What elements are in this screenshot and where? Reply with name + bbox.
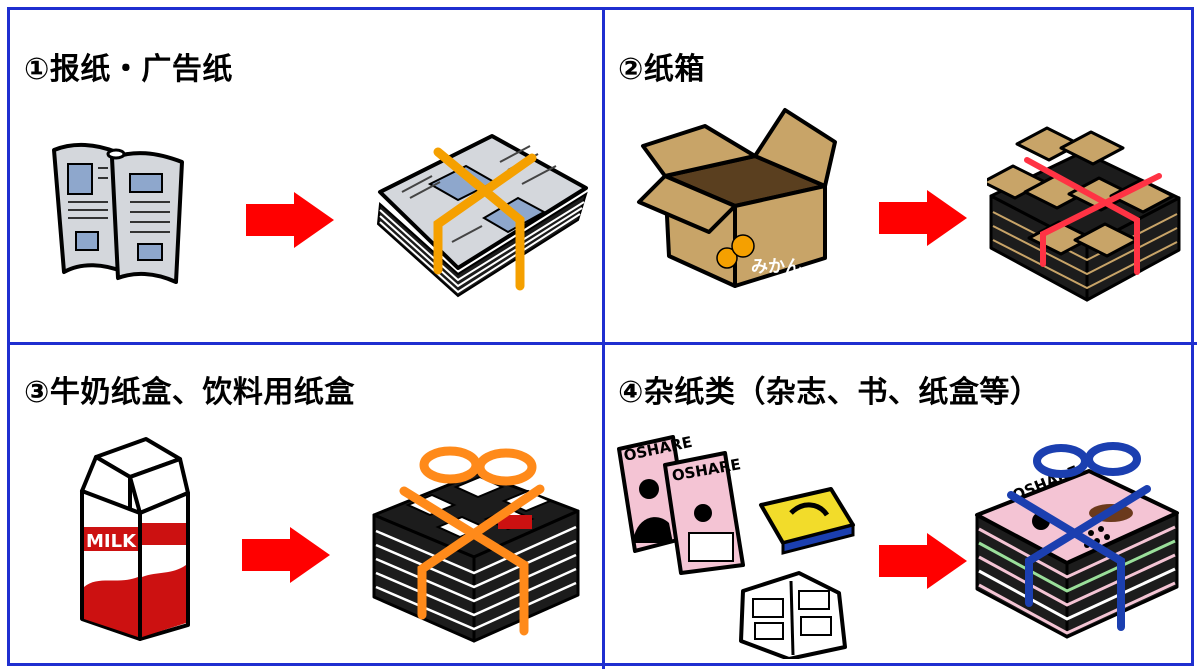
panel-mixed-paper: ④杂纸类（杂志、书、纸盒等） OSHARE OSHARE xyxy=(605,345,1197,669)
tied-newspaper-stack-icon xyxy=(376,134,588,298)
tied-magazine-stack-icon: OSHARE xyxy=(975,442,1179,639)
rolled-newspaper-icon xyxy=(52,142,184,284)
box-label: みかん xyxy=(751,257,802,277)
panel-title: ③牛奶纸盒、饮料用纸盒 xyxy=(24,375,355,410)
panel-title: ①报纸・广告纸 xyxy=(24,52,233,87)
panel-milk-carton: ③牛奶纸盒、饮料用纸盒 MILK xyxy=(10,345,605,669)
recycling-guide-grid: ①报纸・广告纸 xyxy=(7,7,1197,669)
arrow-right-icon xyxy=(242,527,330,583)
panel-cardboard: ②纸箱 みかん xyxy=(605,10,1197,345)
tied-flattened-box-stack-icon xyxy=(987,126,1181,302)
arrow-right-icon xyxy=(879,533,967,589)
panel-title: ②纸箱 xyxy=(618,52,705,87)
carton-label: MILK xyxy=(86,531,137,552)
panel-title: ④杂纸类（杂志、书、纸盒等） xyxy=(618,375,1041,410)
milk-carton-icon: MILK xyxy=(80,437,190,641)
tied-carton-bundle-icon xyxy=(372,446,580,643)
magazines-and-books-icon: OSHARE OSHARE xyxy=(617,433,855,659)
panel-newspaper: ①报纸・广告纸 xyxy=(10,10,605,345)
open-cardboard-box-icon: みかん xyxy=(637,108,837,288)
arrow-right-icon xyxy=(246,192,334,248)
arrow-right-icon xyxy=(879,190,967,246)
